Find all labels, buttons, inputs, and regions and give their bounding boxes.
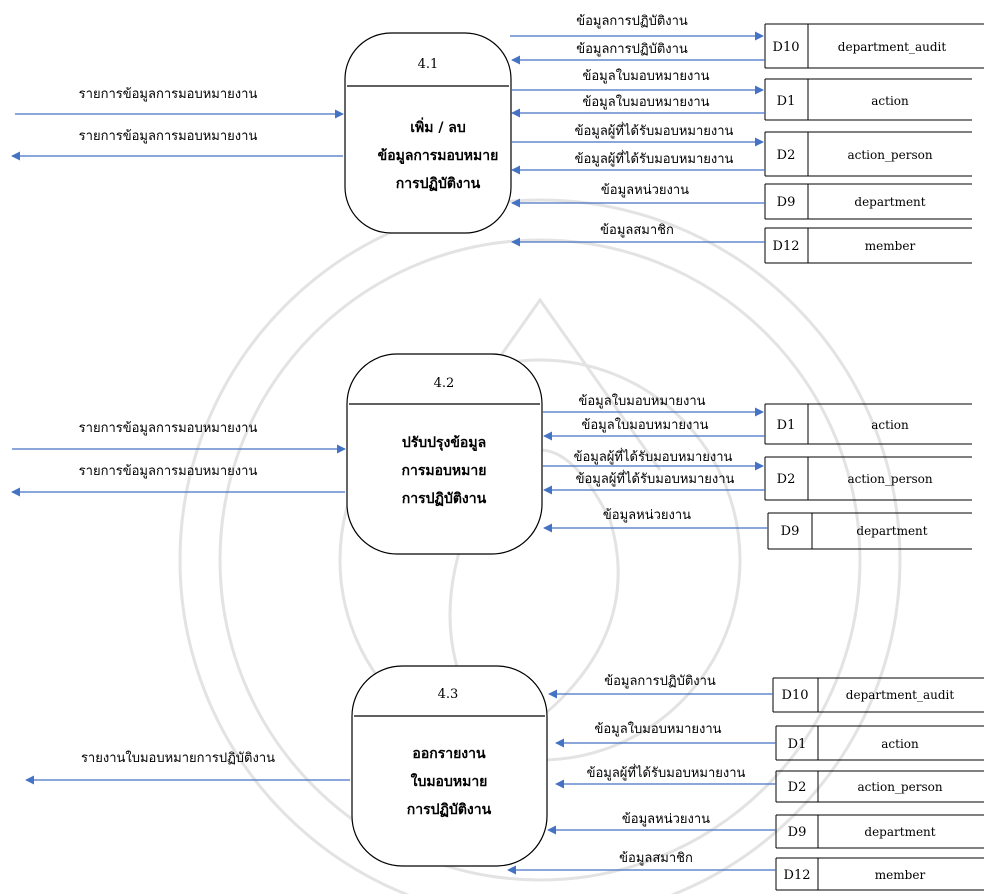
flow-4-1-d9-to-process-label: ข้อมูลหน่วยงาน	[601, 183, 689, 198]
store-4-1-d9-name: department	[854, 195, 925, 209]
store-4-3-d2-name: action_person	[857, 780, 942, 794]
flow-4-2-d2-to-process-label: ข้อมูลผู้ที่ได้รับมอบหมายงาน	[576, 470, 735, 487]
store-4-3-d9-id: D9	[788, 825, 807, 840]
store-4-3-d12-id: D12	[784, 868, 811, 883]
store-4-1-d10-name: department_audit	[838, 40, 947, 54]
process-4-3-name-line-2: ใบมอบหมาย	[411, 772, 488, 790]
ext-flow-4-2-in-label: รายการข้อมูลการมอบหมายงาน	[79, 421, 258, 436]
flow-4-1-d2-to-process-label: ข้อมูลผู้ที่ได้รับมอบหมายงาน	[575, 150, 734, 167]
process-4-1-name-line-1: เพิ่ม / ลบ	[410, 117, 466, 136]
store-4-1-d2-name: action_person	[847, 148, 932, 162]
process-4-2-name-line-3: การปฏิบัติงาน	[402, 491, 487, 507]
store-4-3-d1-name: action	[881, 737, 919, 751]
process-4-3-name-line-3: การปฏิบัติงาน	[407, 802, 492, 818]
ext-flow-4-1-in-label: รายการข้อมูลการมอบหมายงาน	[79, 87, 258, 102]
process-4-2-group: 4.2 ปรับปรุงข้อมูล การมอบหมาย การปฏิบัติ…	[11, 353, 972, 555]
store-4-2-d2-id: D2	[777, 472, 796, 487]
process-4-3-name-line-1: ออกรายงาน	[412, 746, 486, 762]
process-4-1-name-line-2: ข้อมูลการมอบหมาย	[378, 148, 499, 164]
store-4-3-d9: D9 department	[775, 814, 984, 849]
store-4-2-d9: D9 department	[767, 512, 972, 550]
ext-flow-4-3-out-label: รายงานใบมอบหมายการปฏิบัติงาน	[81, 750, 275, 766]
store-4-2-d9-name: department	[856, 524, 927, 538]
flow-4-2-d2-to-store-label: ข้อมูลผู้ที่ได้รับมอบหมายงาน	[574, 448, 733, 465]
flow-4-3-d2-to-process-label: ข้อมูลผู้ที่ได้รับมอบหมายงาน	[587, 764, 746, 781]
watermark-seal	[178, 198, 902, 894]
store-4-3-d2-id: D2	[788, 780, 807, 795]
store-4-2-d2-name: action_person	[847, 472, 932, 486]
store-4-3-d10: D10 department_audit	[772, 677, 984, 713]
flow-4-1-d2-to-store-label: ข้อมูลผู้ที่ได้รับมอบหมายงาน	[575, 122, 734, 139]
process-4-2-name-line-2: การมอบหมาย	[402, 463, 487, 479]
store-4-1-d10-id: D10	[773, 40, 800, 55]
store-4-3-d9-name: department	[864, 825, 935, 839]
flow-4-1-d12-to-process-label: ข้อมูลสมาชิก	[600, 223, 674, 238]
process-4-2-name-line-1: ปรับปรุงข้อมูล	[402, 435, 486, 451]
flow-4-2-d9-to-process-label: ข้อมูลหน่วยงาน	[603, 508, 691, 523]
process-4-1-group: 4.1 เพิ่ม / ลบ ข้อมูลการมอบหมาย การปฏิบั…	[11, 14, 984, 264]
store-4-1-d12-name: member	[865, 239, 916, 253]
ext-flow-4-1-out-label: รายการข้อมูลการมอบหมายงาน	[79, 129, 258, 144]
store-4-3-d10-name: department_audit	[846, 688, 955, 702]
process-4-1-name-line-3: การปฏิบัติงาน	[396, 176, 481, 192]
store-4-1-d9-id: D9	[777, 195, 796, 210]
store-4-2-d1: D1 action	[764, 403, 972, 445]
process-4-3-id: 4.3	[438, 687, 459, 702]
store-4-1-d1-name: action	[871, 94, 909, 108]
store-4-3-d2: D2 action_person	[775, 770, 984, 803]
store-4-3-d12: D12 member	[775, 857, 984, 891]
flow-4-1-d10-to-store-label: ข้อมูลการปฏิบัติงาน	[576, 14, 688, 29]
store-4-2-d1-id: D1	[777, 418, 796, 433]
flow-4-2-d1-to-store-label: ข้อมูลใบมอบหมายงาน	[578, 393, 705, 409]
store-4-3-d1: D1 action	[775, 725, 984, 761]
store-4-3-d12-name: member	[875, 868, 926, 882]
process-4-3-group: 4.3 ออกรายงาน ใบมอบหมาย การปฏิบัติงาน รา…	[25, 665, 984, 891]
store-4-2-d9-id: D9	[781, 524, 800, 539]
process-4-2-id: 4.2	[434, 376, 455, 391]
store-4-1-d10: D10 department_audit	[764, 23, 984, 69]
store-4-3-d10-id: D10	[782, 688, 809, 703]
flow-4-3-d10-to-process-label: ข้อมูลการปฏิบัติงาน	[604, 674, 716, 689]
flow-4-2-d1-to-process-label: ข้อมูลใบมอบหมายงาน	[581, 417, 708, 433]
flow-4-1-d10-to-process-label: ข้อมูลการปฏิบัติงาน	[576, 42, 688, 57]
store-4-1-d1: D1 action	[764, 78, 972, 121]
store-4-3-d1-id: D1	[788, 737, 807, 752]
flow-4-3-d12-to-process-label: ข้อมูลสมาชิก	[619, 851, 693, 866]
store-4-2-d2: D2 action_person	[764, 456, 972, 501]
flow-4-1-d1-to-process-label: ข้อมูลใบมอบหมายงาน	[582, 94, 709, 110]
store-4-1-d2-id: D2	[777, 148, 796, 163]
flow-4-3-d9-to-process-label: ข้อมูลหน่วยงาน	[622, 812, 710, 827]
process-4-1-box	[344, 32, 512, 234]
store-4-2-d1-name: action	[871, 418, 909, 432]
store-4-1-d1-id: D1	[777, 94, 796, 109]
flow-4-1-d1-to-store-label: ข้อมูลใบมอบหมายงาน	[582, 68, 709, 84]
store-4-1-d2: D2 action_person	[764, 131, 972, 177]
store-4-1-d12: D12 member	[764, 227, 972, 264]
flow-4-3-d1-to-process-label: ข้อมูลใบมอบหมายงาน	[594, 721, 721, 737]
process-4-1-id: 4.1	[418, 57, 439, 72]
ext-flow-4-2-out-label: รายการข้อมูลการมอบหมายงาน	[79, 464, 258, 479]
store-4-1-d12-id: D12	[773, 239, 800, 254]
store-4-1-d9: D9 department	[764, 183, 972, 220]
